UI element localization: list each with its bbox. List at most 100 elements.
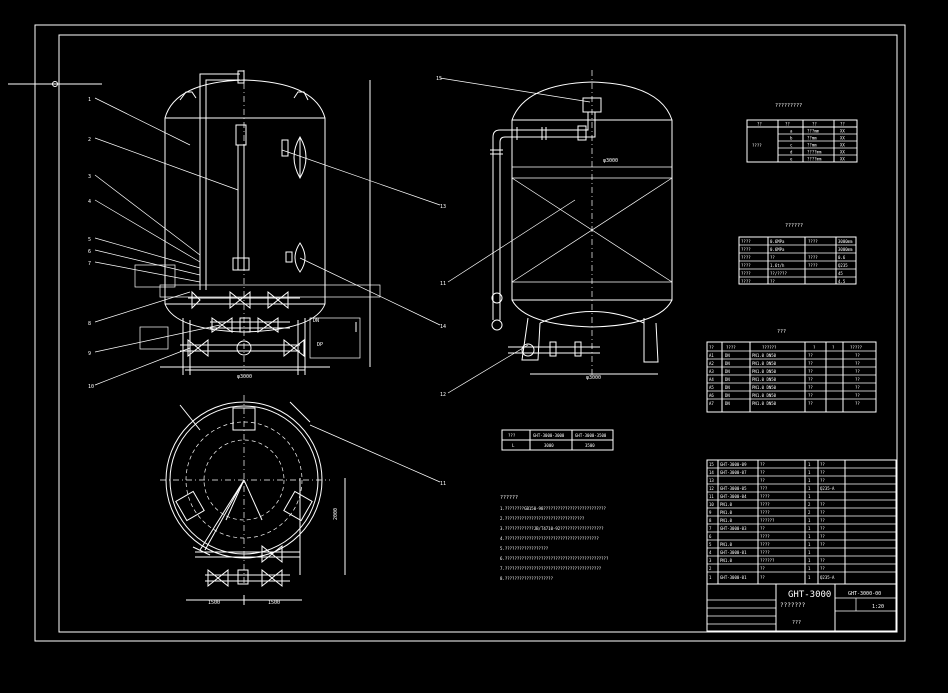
pipe-r6-c0: A7 [709,401,714,406]
tech-r3-c3: Q235 [838,263,848,268]
bom-r11-c2: ???? [760,550,770,555]
tech-r0-c1: 0.6MPa [770,239,785,244]
bom-r14-c4: Q235-A [820,575,835,580]
pipe-r6-c4: ?? [855,401,860,406]
tech-r1-c0: ???? [741,247,751,252]
tech-r0-c0: ???? [741,239,751,244]
pipe-r3-c3: ?? [808,377,813,382]
nozzle-r3-c2: XX [840,150,845,155]
tech-r2-c3: 0.6 [838,255,846,260]
size-table: ??? GHT-3000-3000 GHT-3000-3500 L 3000 3… [501,429,614,451]
nozzle-r0-c2: XX [840,129,845,134]
bom-r3-c0: 12 [709,486,714,491]
pipe-r0-c1: DN [725,353,730,358]
company-name: ??? [792,620,801,626]
note-1: 1.????????GB150-98??????????????????????… [500,506,607,511]
left-balloon-6: 6 [88,249,91,255]
left-reference-circle [52,81,58,87]
pipe-h4: ? [832,345,835,350]
tech-table: ?????? ???? 0.6MPa ???? 3000mm ???? 0.6M… [738,223,857,285]
bom-r9-c0: 6 [709,534,712,539]
pipe-r2-c1: DN [725,369,730,374]
bom-r0-c3: 1 [808,462,811,467]
pipe-r1-c0: A2 [709,361,714,366]
plan-dim-side: 2000 [333,508,339,520]
tech-r4-c1: ??/???? [770,271,787,276]
nozzle-r4-c1: ????mm [807,157,822,162]
balloon-12: 12 [440,392,446,398]
bom-r12-c2: ?????? [760,558,775,563]
tech-r2-c1: ?? [770,255,775,260]
size-h1: GHT-3000-3000 [533,433,565,438]
bom-r5-c2: ???? [760,502,770,507]
nozzle-header-3: ?? [840,122,845,127]
bom-r14-c3: 1 [808,575,811,580]
bom-r12-c1: PN1.0 [720,558,733,563]
bom-r7-c3: 1 [808,518,811,523]
title-subtitle: ??????? [780,602,806,609]
pipe-r2-c4: ?? [855,369,860,374]
nozzle-header-0: ?? [757,122,762,127]
left-balloon-9: 9 [88,351,91,357]
tech-r5-c1: ?? [770,279,775,284]
pipe-r1-c3: ?? [808,361,813,366]
bom-r2-c3: 1 [808,478,811,483]
tech-r4-c3: 45 [838,271,843,276]
bom-r12-c4: ?? [820,558,825,563]
pipe-h1: ???? [726,345,736,350]
bom-r7-c4: ?? [820,518,825,523]
drawing-number: GHT-3000-00 [848,591,881,597]
pipe-r3-c0: A4 [709,377,714,382]
tech-r5-c0: ???? [741,279,751,284]
pipe-r3-c4: ?? [855,377,860,382]
tech-r3-c2: ???? [808,263,818,268]
tech-r1-c1: 0.6MPa [770,247,785,252]
note-8: 8.???????????????????? [500,576,554,581]
pipe-r0-c2: PN1.0 DN50 [752,353,777,358]
nozzle-r3-c1: ????mm [807,150,822,155]
pipe-r5-c0: A6 [709,393,714,398]
pipe-h5: ????? [850,345,863,350]
tech-r0-c3: 3000mm [838,239,853,244]
drawing-scale: 1:20 [872,604,884,610]
bom-r13-c2: ?? [760,566,765,571]
title-block: GHT-3000 ??????? GHT-3000-00 1:20 ??? [706,583,897,632]
bom-r6-c1: PN1.0 [720,510,733,515]
bom-r11-c3: 1 [808,550,811,555]
nozzle-r1-c1: ??mm [807,136,817,141]
tech-r2-c0: ???? [741,255,751,260]
bom-r3-c2: ??? [760,486,768,491]
bom-r7-c1: PN1.0 [720,518,733,523]
balloon-15: 15 [436,76,442,82]
bom-r5-c1: PN1.0 [720,502,733,507]
pipe-r6-c2: PN1.0 DN50 [752,401,777,406]
bom-r14-c0: 1 [709,575,712,580]
bom-r12-c0: 3 [709,558,712,563]
bom-r14-c1: GHT-3000-01 [720,575,747,580]
pipe-r3-c2: PN1.0 DN50 [752,377,777,382]
bom-r6-c0: 9 [709,510,712,515]
bom-r10-c0: 5 [709,542,712,547]
bom-r8-c0: 7 [709,526,712,531]
pipe-r5-c2: PN1.0 DN50 [752,393,777,398]
bom-r10-c3: 1 [808,542,811,547]
pipe-r4-c1: DN [725,385,730,390]
nozzle-r4-c0: e [790,157,793,162]
balloon-11: 11 [440,281,446,287]
bom-r13-c0: 2 [709,566,712,571]
bom-r5-c3: 2 [808,502,811,507]
balloon-13: 13 [440,204,446,210]
pipe-r4-c4: ?? [855,385,860,390]
pipe-r4-c2: PN1.0 DN50 [752,385,777,390]
bom-r10-c2: ???? [760,542,770,547]
bom-r4-c2: ???? [760,494,770,499]
pipe-h2: ?????? [762,345,777,350]
plan-view: 1500 1500 2000 11 [160,395,446,606]
dp-label: DP [317,342,323,348]
bom-r6-c2: ???? [760,510,770,515]
bom-r3-c3: 1 [808,486,811,491]
bom-r9-c3: 1 [808,534,811,539]
bom-r14-c2: ?? [760,575,765,580]
